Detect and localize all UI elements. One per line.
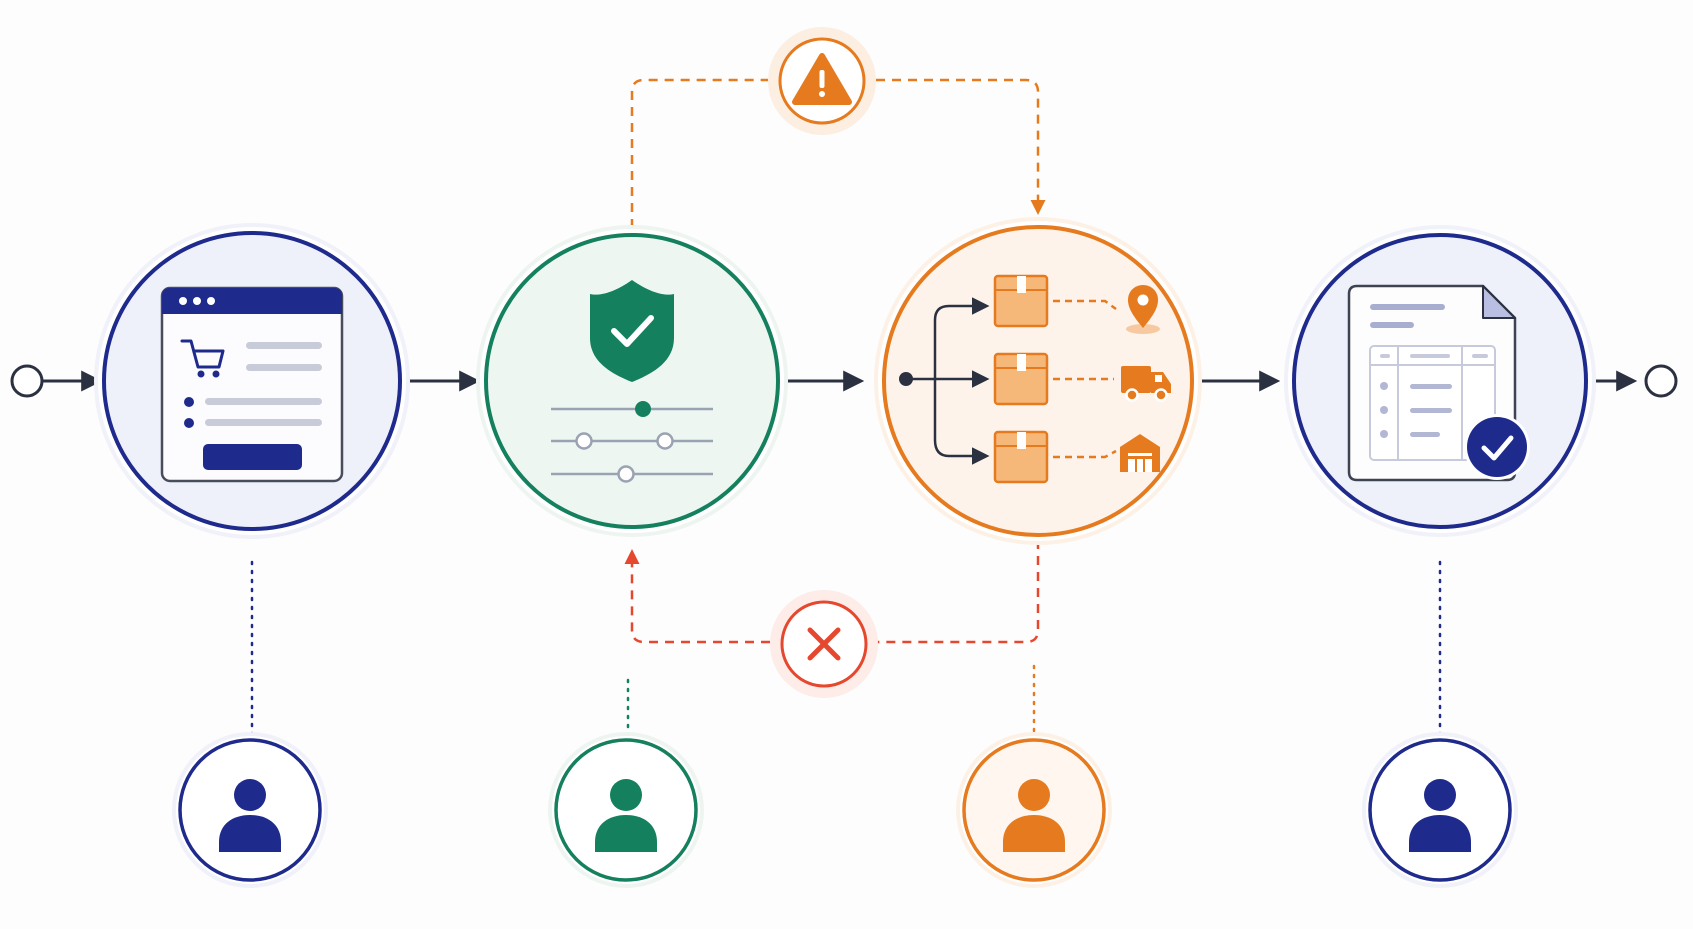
package-box-icon bbox=[993, 430, 1049, 484]
stage-order[interactable] bbox=[94, 223, 410, 539]
package-routing-icon bbox=[899, 274, 1171, 484]
actor-4[interactable] bbox=[1362, 732, 1518, 888]
warehouse-icon bbox=[1120, 434, 1160, 472]
filter-sliders-icon bbox=[551, 401, 713, 483]
location-pin-icon bbox=[1126, 285, 1160, 334]
warning-triangle-icon bbox=[792, 53, 852, 105]
warning-badge[interactable] bbox=[768, 27, 876, 135]
package-box-icon bbox=[993, 274, 1049, 328]
user-icon bbox=[595, 779, 657, 852]
user-icon bbox=[1003, 779, 1065, 852]
end-node bbox=[1644, 364, 1678, 398]
actor-2[interactable] bbox=[548, 732, 704, 888]
document-check-icon bbox=[1347, 284, 1530, 482]
start-node bbox=[10, 364, 44, 398]
stage-validation[interactable] bbox=[476, 225, 788, 537]
actor-1[interactable] bbox=[172, 732, 328, 888]
stage-fulfillment[interactable] bbox=[874, 217, 1202, 545]
x-cross-icon bbox=[807, 627, 841, 661]
shield-check-icon bbox=[590, 280, 674, 382]
delivery-truck-icon bbox=[1121, 366, 1171, 402]
shopping-cart-form-icon bbox=[160, 286, 344, 483]
user-icon bbox=[219, 779, 281, 852]
user-icon bbox=[1409, 779, 1471, 852]
package-box-icon bbox=[993, 352, 1049, 406]
rejection-badge[interactable] bbox=[770, 590, 878, 698]
actor-3[interactable] bbox=[956, 732, 1112, 888]
rejection-branch-path bbox=[632, 540, 1040, 644]
stage-invoice[interactable] bbox=[1284, 225, 1596, 537]
warning-branch-path bbox=[630, 78, 1038, 228]
